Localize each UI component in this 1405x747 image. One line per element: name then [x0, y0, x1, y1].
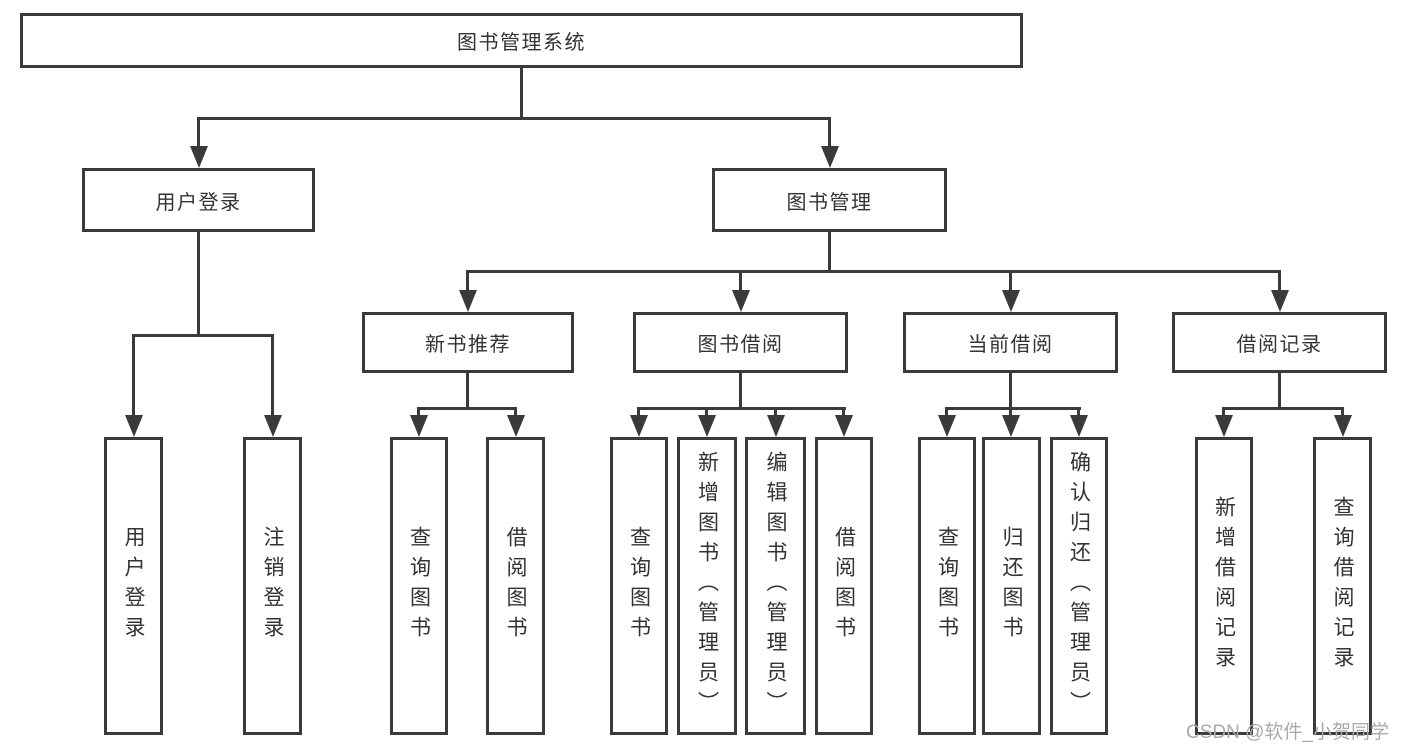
- leaf-query-borrow-record-label: 查询借阅记录: [1331, 496, 1354, 676]
- leaf-borrow-books: 借阅图书: [815, 437, 873, 735]
- arrow-down-icon: [507, 415, 525, 437]
- arrow-down-icon: [1002, 290, 1020, 312]
- leaf-borrow-books-recommend: 借阅图书: [486, 437, 545, 735]
- leaf-logout: 注销登录: [243, 437, 302, 735]
- arrow-down-icon: [630, 415, 648, 437]
- leaf-query-books-recommend: 查询图书: [390, 437, 448, 735]
- connector-line: [637, 407, 640, 422]
- node-current-borrow: 当前借阅: [903, 312, 1118, 373]
- node-user-login-label: 用户登录: [155, 191, 242, 214]
- connector-line: [842, 407, 845, 422]
- connector-line: [520, 68, 523, 118]
- leaf-borrow-books-label: 借阅图书: [832, 526, 856, 646]
- arrow-down-icon: [698, 415, 716, 437]
- connector-line: [774, 407, 777, 422]
- connector-line: [945, 407, 1081, 410]
- node-user-login: 用户登录: [82, 168, 315, 232]
- node-book-borrow-label: 图书借阅: [697, 334, 784, 356]
- leaf-add-borrow-record: 新增借阅记录: [1195, 437, 1253, 735]
- connector-line: [705, 407, 708, 422]
- node-borrow-records: 借阅记录: [1172, 312, 1387, 373]
- watermark-text: CSDN @软件_小贺同学: [1186, 722, 1389, 743]
- arrow-down-icon: [938, 415, 956, 437]
- connector-line: [197, 232, 200, 336]
- connector-line: [1222, 407, 1225, 422]
- leaf-query-books-current-label: 查询图书: [935, 526, 959, 646]
- leaf-query-books-current: 查询图书: [918, 437, 976, 735]
- leaf-query-books-borrow: 查询图书: [610, 437, 668, 735]
- connector-line: [1009, 373, 1012, 409]
- leaf-logout-label: 注销登录: [261, 526, 284, 646]
- arrow-down-icon: [767, 415, 785, 437]
- arrow-down-icon: [1271, 290, 1289, 312]
- connector-line: [828, 117, 831, 155]
- node-current-borrow-label: 当前借阅: [967, 334, 1054, 356]
- connector-line: [466, 270, 1281, 273]
- leaf-edit-book-admin-label: 编辑图书（管理员）: [764, 451, 787, 721]
- leaf-query-borrow-record: 查询借阅记录: [1313, 437, 1372, 735]
- node-new-book-recommend-label: 新书推荐: [425, 334, 511, 356]
- leaf-confirm-return-admin-label: 确认归还（管理员）: [1067, 451, 1091, 721]
- connector-line: [1278, 270, 1281, 294]
- arrow-down-icon: [1215, 415, 1233, 437]
- connector-line: [417, 407, 420, 422]
- connector-line: [132, 334, 135, 420]
- node-new-book-recommend: 新书推荐: [362, 312, 574, 373]
- connector-line: [1009, 270, 1012, 294]
- connector-line: [1009, 407, 1012, 422]
- node-root-label: 图书管理系统: [457, 32, 586, 54]
- arrow-down-icon: [125, 415, 143, 437]
- leaf-return-book: 归还图书: [982, 437, 1041, 735]
- leaf-confirm-return-admin: 确认归还（管理员）: [1050, 437, 1108, 735]
- leaf-add-book-admin: 新增图书（管理员）: [677, 437, 737, 735]
- connector-line: [197, 117, 831, 120]
- arrow-down-icon: [1070, 415, 1088, 437]
- connector-line: [132, 334, 274, 337]
- arrow-down-icon: [264, 415, 282, 437]
- arrow-down-icon: [459, 290, 477, 312]
- leaf-query-books-borrow-label: 查询图书: [627, 526, 651, 646]
- connector-line: [466, 373, 469, 409]
- connector-line: [1222, 407, 1344, 410]
- leaf-query-books-recommend-label: 查询图书: [407, 526, 431, 646]
- node-book-management: 图书管理: [712, 168, 947, 232]
- leaf-user-login-label: 用户登录: [122, 526, 145, 646]
- connector-line: [271, 334, 274, 420]
- connector-line: [739, 373, 742, 409]
- leaf-return-book-label: 归还图书: [1000, 526, 1023, 646]
- connector-line: [466, 270, 469, 294]
- connector-line: [197, 117, 200, 155]
- node-book-management-label: 图书管理: [786, 191, 873, 214]
- connector-line: [945, 407, 948, 422]
- connector-line: [514, 407, 517, 422]
- leaf-edit-book-admin: 编辑图书（管理员）: [745, 437, 806, 735]
- leaf-user-login: 用户登录: [104, 437, 163, 735]
- connector-line: [637, 407, 846, 410]
- connector-line: [739, 270, 742, 294]
- node-book-borrow: 图书借阅: [633, 312, 848, 373]
- connector-line: [1278, 373, 1281, 409]
- node-root: 图书管理系统: [20, 13, 1023, 68]
- connector-line: [1341, 407, 1344, 422]
- leaf-add-book-admin-label: 新增图书（管理员）: [695, 451, 719, 721]
- arrow-down-icon: [821, 146, 839, 168]
- arrow-down-icon: [190, 146, 208, 168]
- leaf-borrow-books-recommend-label: 借阅图书: [504, 526, 527, 646]
- connector-line: [417, 407, 517, 410]
- arrow-down-icon: [732, 290, 750, 312]
- connector-line: [828, 232, 831, 272]
- node-borrow-records-label: 借阅记录: [1236, 334, 1323, 356]
- arrow-down-icon: [1334, 415, 1352, 437]
- arrow-down-icon: [835, 415, 853, 437]
- connector-line: [1077, 407, 1080, 422]
- arrow-down-icon: [410, 415, 428, 437]
- leaf-add-borrow-record-label: 新增借阅记录: [1212, 496, 1236, 676]
- arrow-down-icon: [1002, 415, 1020, 437]
